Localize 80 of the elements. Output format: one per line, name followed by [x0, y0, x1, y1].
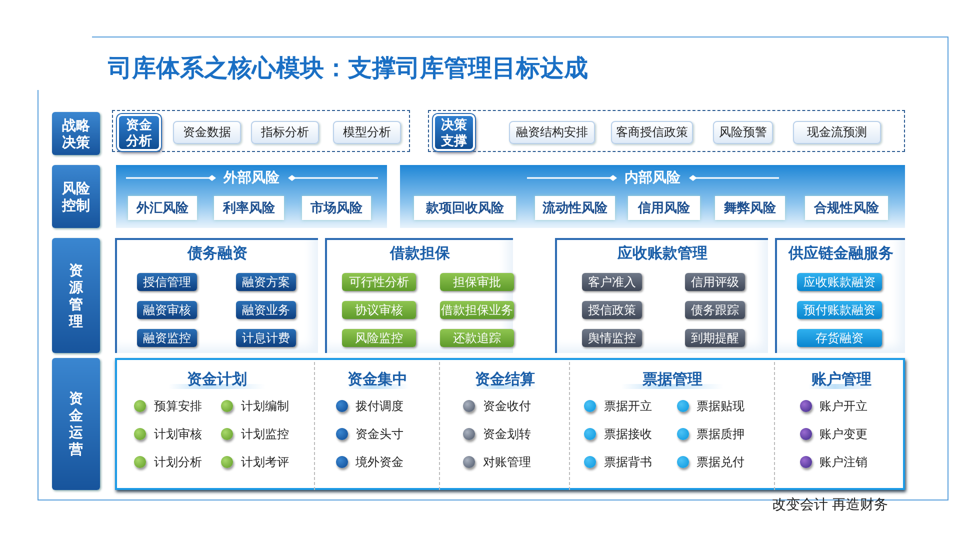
panel-heading: 应收账款管理 [618, 245, 708, 262]
function-button: 舆情监控 [582, 329, 642, 347]
risk-item-box: 市场风险 [302, 196, 371, 220]
risk-panel [400, 165, 905, 228]
list-item: 计划考评 [241, 454, 289, 471]
list-item: 账户开立 [820, 398, 868, 415]
list-item: 票据兑付 [696, 454, 744, 471]
row-label-box: 战略决策 [52, 112, 100, 155]
module-panel [775, 238, 905, 353]
function-button: 担保审批 [440, 273, 514, 291]
list-item: 票据开立 [604, 398, 652, 415]
feature-chip: 现金流预测 [793, 121, 881, 144]
function-button: 融资监控 [137, 329, 197, 347]
list-item: 资金划转 [483, 426, 531, 443]
row-label-box: 风险控制 [52, 165, 100, 228]
function-button: 协议审核 [342, 301, 416, 319]
title: 司库体系之核心模块：支撑司库管理目标达成 [108, 54, 588, 84]
list-item: 账户注销 [820, 454, 868, 471]
category-badge: 资金分析 [117, 114, 161, 151]
list-item: 账户变更 [820, 426, 868, 443]
module-panel [115, 238, 318, 353]
list-item: 计划分析 [154, 454, 202, 471]
risk-item-box: 舞弊风险 [715, 196, 785, 220]
row-label-box: 资金运营 [52, 358, 100, 490]
list-item: 资金收付 [483, 398, 531, 415]
function-button: 融资业务 [236, 301, 296, 319]
panel-heading: 供应链金融服务 [788, 245, 894, 262]
list-item: 计划编制 [241, 398, 289, 415]
list-item: 拨付调度 [356, 398, 404, 415]
function-button: 债务跟踪 [685, 301, 745, 319]
list-item: 计划审核 [154, 426, 202, 443]
feature-chip: 客商授信政策 [611, 121, 693, 144]
panel-heading: 债务融资 [188, 245, 248, 262]
list-item: 对账管理 [483, 454, 531, 471]
function-button: 风险监控 [342, 329, 416, 347]
feature-chip: 资金数据 [173, 121, 241, 144]
panel-heading: 内部风险 [400, 169, 905, 187]
panel-heading: 借款担保 [390, 245, 450, 262]
list-item: 票据质押 [696, 426, 744, 443]
function-button: 还款追踪 [440, 329, 514, 347]
function-button: 客户准入 [582, 273, 642, 291]
function-button: 存货融资 [797, 329, 882, 347]
dashed-group-box [112, 110, 410, 152]
risk-item-box: 款项回收风险 [414, 196, 516, 220]
list-item: 境外资金 [356, 454, 404, 471]
list-item: 资金头寸 [356, 426, 404, 443]
module-panel [555, 238, 768, 353]
risk-item-box: 流动性风险 [535, 196, 615, 220]
list-item: 计划监控 [241, 426, 289, 443]
feature-chip: 融资结构安排 [509, 121, 595, 144]
row-label-box: 资源管理 [52, 238, 100, 353]
risk-item-box: 利率风险 [214, 196, 284, 220]
function-button: 可行性分析 [342, 273, 416, 291]
feature-chip: 风险预警 [713, 121, 773, 144]
function-button: 授信管理 [137, 273, 197, 291]
function-button: 融资审核 [137, 301, 197, 319]
feature-chip: 指标分析 [251, 121, 319, 144]
function-button: 借款担保业务 [440, 301, 514, 319]
function-button: 授信政策 [582, 301, 642, 319]
dashed-group-box [428, 110, 905, 152]
operations-panel [115, 358, 905, 490]
function-button: 应收账款融资 [797, 273, 882, 291]
category-badge: 决策支撑 [433, 114, 475, 151]
risk-item-box: 信用风险 [628, 196, 700, 220]
list-item: 票据背书 [604, 454, 652, 471]
risk-item-box: 合规性风险 [805, 196, 888, 220]
risk-item-box: 外汇风险 [128, 196, 197, 220]
feature-chip: 模型分析 [333, 121, 401, 144]
function-button: 融资方案 [236, 273, 296, 291]
risk-panel [116, 165, 387, 228]
list-item: 票据贴现 [696, 398, 744, 415]
panel-heading: 外部风险 [116, 169, 387, 187]
function-button: 预付账款融资 [797, 301, 882, 319]
function-button: 计息计费 [236, 329, 296, 347]
function-button: 到期提醒 [685, 329, 745, 347]
list-item: 票据接收 [604, 426, 652, 443]
list-item: 预算安排 [154, 398, 202, 415]
slogan: 改变会计 再造财务 [772, 496, 888, 514]
module-panel [325, 238, 513, 353]
function-button: 信用评级 [685, 273, 745, 291]
